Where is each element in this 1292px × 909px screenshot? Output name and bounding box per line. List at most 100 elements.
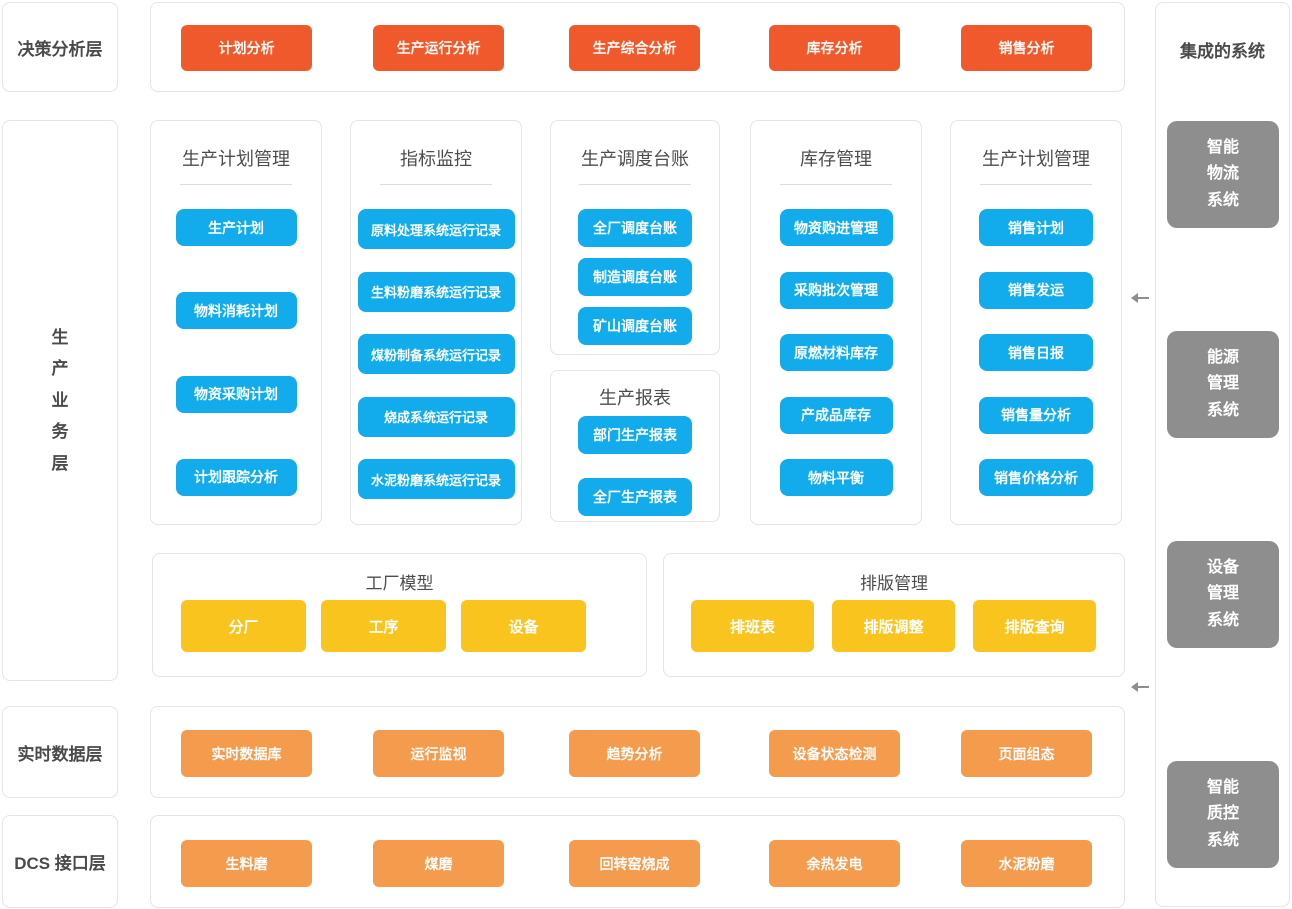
module-button[interactable]: 全厂调度台账 bbox=[578, 209, 692, 247]
module-button[interactable]: 计划跟踪分析 bbox=[175, 458, 297, 496]
card-title: 库存管理 bbox=[800, 149, 872, 169]
card-indicator-monitoring: 指标监控 原料处理系统运行记录 生料粉磨系统运行记录 煤粉制备系统运行记录 烧成… bbox=[350, 120, 522, 525]
module-button[interactable]: 销售计划 bbox=[979, 209, 1093, 246]
divider bbox=[180, 184, 292, 185]
card-title: 生产报表 bbox=[599, 388, 671, 408]
divider bbox=[579, 184, 691, 185]
system-box-line: 设备 bbox=[1206, 558, 1239, 576]
dcs-button[interactable]: 水泥粉磨 bbox=[961, 840, 1092, 887]
layer-label-dcs-text: DCS 接口层 bbox=[14, 854, 106, 873]
card-items: 排班表 排版调整 排版查询 bbox=[691, 600, 1096, 652]
module-button[interactable]: 产成品库存 bbox=[779, 396, 893, 434]
card-inventory-mgmt: 库存管理 物资购进管理 采购批次管理 原燃材料库存 产成品库存 物料平衡 bbox=[750, 120, 922, 525]
module-button[interactable]: 销售发运 bbox=[979, 271, 1093, 309]
system-box-energy-mgmt[interactable]: 能源 管理 系统 bbox=[1167, 331, 1279, 438]
module-button[interactable]: 物料平衡 bbox=[779, 459, 893, 496]
module-button[interactable]: 物资采购计划 bbox=[175, 375, 297, 413]
system-box-equipment-mgmt[interactable]: 设备 管理 系统 bbox=[1167, 541, 1279, 648]
module-button[interactable]: 生料粉磨系统运行记录 bbox=[357, 271, 515, 312]
system-box-line: 智能 bbox=[1206, 138, 1239, 156]
decision-analysis-button[interactable]: 销售分析 bbox=[961, 25, 1092, 71]
decision-analysis-button[interactable]: 生产综合分析 bbox=[569, 25, 700, 71]
system-box-line: 物流 bbox=[1206, 165, 1239, 183]
system-box-smart-quality[interactable]: 智能 质控 系统 bbox=[1167, 761, 1279, 868]
realtime-layer-panel: 实时数据库 运行监视 趋势分析 设备状态检测 页面组态 bbox=[150, 706, 1125, 798]
decision-analysis-button[interactable]: 库存分析 bbox=[769, 25, 900, 71]
system-box-line: 管理 bbox=[1206, 375, 1239, 393]
arrow-shaft bbox=[1136, 297, 1149, 299]
flow-arrow-left-icon bbox=[1131, 682, 1149, 692]
card-title: 生产调度台账 bbox=[581, 149, 689, 169]
card-items: 生产计划 物料消耗计划 物资采购计划 计划跟踪分析 bbox=[151, 209, 321, 496]
system-box-line: 能源 bbox=[1206, 348, 1239, 366]
module-button[interactable]: 原料处理系统运行记录 bbox=[357, 209, 515, 249]
module-button[interactable]: 生产计划 bbox=[175, 209, 297, 246]
module-button[interactable]: 烧成系统运行记录 bbox=[357, 396, 515, 437]
layer-label-business-char: 生 bbox=[51, 327, 69, 347]
system-box-smart-logistics[interactable]: 智能 物流 系统 bbox=[1167, 121, 1279, 228]
dcs-button[interactable]: 煤磨 bbox=[373, 840, 504, 887]
system-box-line: 智能 bbox=[1206, 778, 1239, 796]
layer-label-business-char: 务 bbox=[51, 422, 69, 442]
module-button[interactable]: 采购批次管理 bbox=[779, 271, 893, 309]
flow-arrow-left-icon bbox=[1131, 293, 1149, 303]
module-button[interactable]: 销售价格分析 bbox=[979, 459, 1093, 496]
dcs-button[interactable]: 余热发电 bbox=[769, 840, 900, 887]
card-items: 销售计划 销售发运 销售日报 销售量分析 销售价格分析 bbox=[951, 209, 1121, 496]
card-items: 全厂调度台账 制造调度台账 矿山调度台账 bbox=[551, 209, 719, 345]
realtime-button[interactable]: 设备状态检测 bbox=[769, 730, 900, 777]
module-button[interactable]: 水泥粉磨系统运行记录 bbox=[357, 459, 515, 499]
system-box-line: 系统 bbox=[1206, 611, 1239, 629]
dcs-layer-panel: 生料磨 煤磨 回转窑烧成 余热发电 水泥粉磨 bbox=[150, 815, 1125, 908]
module-button[interactable]: 物料消耗计划 bbox=[175, 292, 297, 330]
arrow-head bbox=[1131, 682, 1138, 692]
decision-layer-panel: 计划分析 生产运行分析 生产综合分析 库存分析 销售分析 bbox=[150, 2, 1125, 92]
card-title: 工厂模型 bbox=[365, 574, 434, 593]
module-button[interactable]: 销售量分析 bbox=[979, 396, 1093, 434]
system-box-line: 系统 bbox=[1206, 401, 1239, 419]
system-box-line: 系统 bbox=[1206, 831, 1239, 849]
layout-button[interactable]: 排版查询 bbox=[973, 600, 1096, 652]
module-button[interactable]: 部门生产报表 bbox=[578, 416, 692, 454]
card-title: 生产计划管理 bbox=[982, 149, 1090, 169]
dcs-button[interactable]: 生料磨 bbox=[181, 840, 312, 887]
card-title: 生产计划管理 bbox=[182, 149, 290, 169]
decision-analysis-button[interactable]: 计划分析 bbox=[181, 25, 312, 71]
card-title: 排版管理 bbox=[860, 574, 928, 593]
module-button[interactable]: 销售日报 bbox=[979, 334, 1093, 371]
layer-label-decision: 决策分析层 bbox=[2, 2, 118, 92]
realtime-button[interactable]: 运行监视 bbox=[373, 730, 504, 777]
layout-button[interactable]: 排版调整 bbox=[832, 600, 955, 652]
card-factory-model: 工厂模型 分厂 工序 设备 bbox=[152, 553, 647, 677]
card-items: 物资购进管理 采购批次管理 原燃材料库存 产成品库存 物料平衡 bbox=[751, 209, 921, 496]
realtime-button[interactable]: 页面组态 bbox=[961, 730, 1092, 777]
system-box-line: 管理 bbox=[1206, 585, 1239, 603]
module-button[interactable]: 煤粉制备系统运行记录 bbox=[357, 334, 515, 374]
card-production-report: 生产报表 部门生产报表 全厂生产报表 bbox=[550, 370, 720, 522]
layer-label-business-char: 层 bbox=[51, 453, 69, 473]
model-button[interactable]: 设备 bbox=[461, 600, 586, 652]
module-button[interactable]: 全厂生产报表 bbox=[578, 478, 692, 516]
divider bbox=[980, 184, 1092, 185]
layer-label-business-char: 产 bbox=[51, 359, 69, 379]
layout-button[interactable]: 排班表 bbox=[691, 600, 814, 652]
module-button[interactable]: 物资购进管理 bbox=[779, 209, 893, 246]
layer-label-dcs: DCS 接口层 bbox=[2, 815, 118, 908]
module-button[interactable]: 制造调度台账 bbox=[578, 258, 692, 296]
module-button[interactable]: 矿山调度台账 bbox=[578, 307, 692, 345]
layer-label-decision-text: 决策分析层 bbox=[17, 39, 103, 59]
model-button[interactable]: 分厂 bbox=[181, 600, 306, 652]
integrated-systems-panel: 集成的系统 智能 物流 系统 能源 管理 系统 设备 管理 系统 智能 质控 系… bbox=[1155, 2, 1290, 907]
layer-label-realtime-text: 实时数据层 bbox=[17, 744, 103, 764]
realtime-button[interactable]: 趋势分析 bbox=[569, 730, 700, 777]
realtime-button[interactable]: 实时数据库 bbox=[181, 730, 312, 777]
model-button[interactable]: 工序 bbox=[321, 600, 446, 652]
system-box-line: 系统 bbox=[1206, 191, 1239, 209]
dcs-button[interactable]: 回转窑烧成 bbox=[569, 840, 700, 887]
card-sales-plan-mgmt: 生产计划管理 销售计划 销售发运 销售日报 销售量分析 销售价格分析 bbox=[950, 120, 1122, 525]
divider bbox=[380, 184, 492, 185]
module-button[interactable]: 原燃材料库存 bbox=[779, 334, 893, 371]
decision-analysis-button[interactable]: 生产运行分析 bbox=[373, 25, 504, 71]
divider bbox=[780, 184, 892, 185]
